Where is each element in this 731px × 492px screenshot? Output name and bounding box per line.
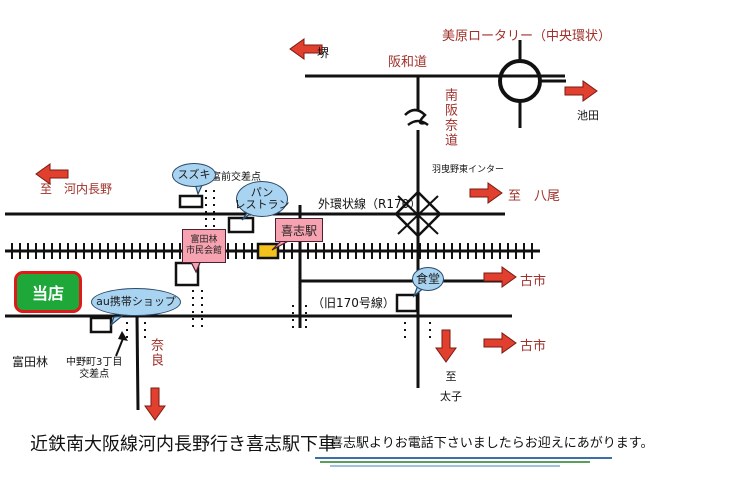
label-sakai: 堺	[317, 46, 330, 60]
tondabayashi-hall-box: 富田林 市民会館	[182, 229, 226, 263]
label-mihara-rotary: 美原ロータリー（中央環状）	[442, 29, 612, 44]
hall-building	[174, 261, 200, 287]
arrow-to-taishi	[435, 329, 457, 363]
label-nara: 奈良	[148, 338, 163, 368]
interchange-diamond	[394, 190, 442, 238]
label-ikeda: 池田	[577, 109, 599, 122]
arrow-to-furuichi-2	[483, 332, 517, 354]
label-outer-ring-road: 外環状線（R170）	[318, 197, 422, 211]
au-shop-building	[89, 316, 113, 334]
arrow-to-nara	[144, 387, 166, 421]
label-furuichi-2: 古市	[520, 339, 547, 354]
label-old-170: （旧170号線）	[312, 296, 395, 310]
shokudo-callout: 食堂	[412, 267, 444, 291]
kishi-station-box: 喜志駅	[275, 218, 323, 242]
label-hanwa-road: 阪和道	[388, 55, 428, 70]
road-to-nara	[135, 315, 140, 411]
label-minami-hanna-road: 南阪奈道	[442, 88, 457, 148]
nakano-pointer-head	[118, 331, 128, 341]
pickup-note: 喜志駅よりお電話下さいましたらお迎えにあがります。	[330, 436, 654, 451]
arrow-to-ikeda	[564, 80, 598, 102]
label-to-kawachinagano: 至 河内長野	[40, 182, 113, 196]
train-note: 近鉄南大阪線河内長野行き喜志駅下車	[30, 434, 336, 455]
label-tomiya-crossing: 富前交差点	[211, 172, 261, 183]
mihara-rotary	[498, 59, 542, 103]
label-tondabayashi: 富田林	[12, 355, 49, 369]
our-store-marker: 当店	[14, 271, 82, 313]
au-shop-callout: au携帯ショップ	[91, 288, 181, 316]
label-to-yao: 至 八尾	[508, 189, 561, 204]
suzuki-callout: スズキ	[172, 163, 216, 187]
arrow-to-yao	[469, 182, 503, 204]
road-crossing-squiggle-2	[407, 119, 429, 127]
label-furuichi-1: 古市	[520, 274, 547, 289]
shokudo-building	[395, 293, 419, 313]
road-crossing-squiggle	[404, 108, 427, 125]
kishi-station-marker	[256, 242, 280, 260]
suzuki-building	[178, 194, 204, 209]
restaurant-building	[227, 216, 255, 234]
restaurant-callout: パン レストラン	[235, 181, 290, 217]
au-callout-tail	[109, 315, 124, 327]
arrow-to-furuichi-1	[483, 266, 517, 288]
label-habikino-ic: 羽曳野東インター	[432, 165, 505, 175]
label-to-taishi: 至 太子	[440, 370, 462, 403]
label-nakano-crossing: 中野町3丁目 交差点	[66, 357, 123, 380]
